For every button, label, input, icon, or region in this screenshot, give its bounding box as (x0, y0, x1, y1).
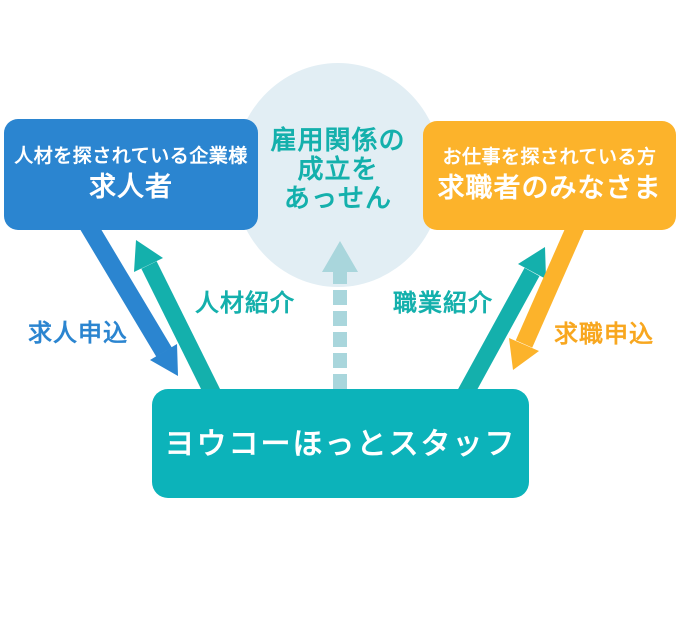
job-seeking-arrow-icon (509, 222, 585, 370)
employer-box: 人材を探されている企業様 求人者 (4, 119, 258, 230)
talent-referral-arrow-icon (134, 240, 222, 400)
job-offer-label: 求人申込 (28, 319, 128, 347)
agency-box-title: ヨウコーほっとスタッフ (164, 426, 517, 462)
employer-box-title: 求人者 (89, 171, 173, 203)
job-seeking-label: 求職申込 (554, 320, 654, 348)
job-referral-arrow-icon (456, 247, 546, 401)
jobseeker-box-title: 求職者のみなさま (437, 172, 662, 204)
agency-box: ヨウコーほっとスタッフ (152, 389, 529, 498)
job-referral-label: 職業紹介 (393, 289, 493, 317)
mediation-circle (233, 63, 443, 287)
mediation-caption-line3: あっせん (283, 184, 392, 215)
jobseeker-box: お仕事を探されている方 求職者のみなさま (423, 121, 676, 230)
jobseeker-box-subtitle: お仕事を探されている方 (442, 145, 657, 168)
mediation-caption-line1: 雇用関係の (270, 126, 406, 156)
job-offer-arrow-icon (80, 220, 178, 376)
mediation-caption: 雇用関係の 成立を あっせん (238, 126, 438, 215)
talent-referral-label: 人材紹介 (195, 289, 295, 317)
mediation-caption-line2: 成立を (297, 155, 379, 186)
mediation-dashed-arrow-icon (322, 241, 358, 389)
employer-box-subtitle: 人材を探されている企業様 (14, 144, 248, 167)
